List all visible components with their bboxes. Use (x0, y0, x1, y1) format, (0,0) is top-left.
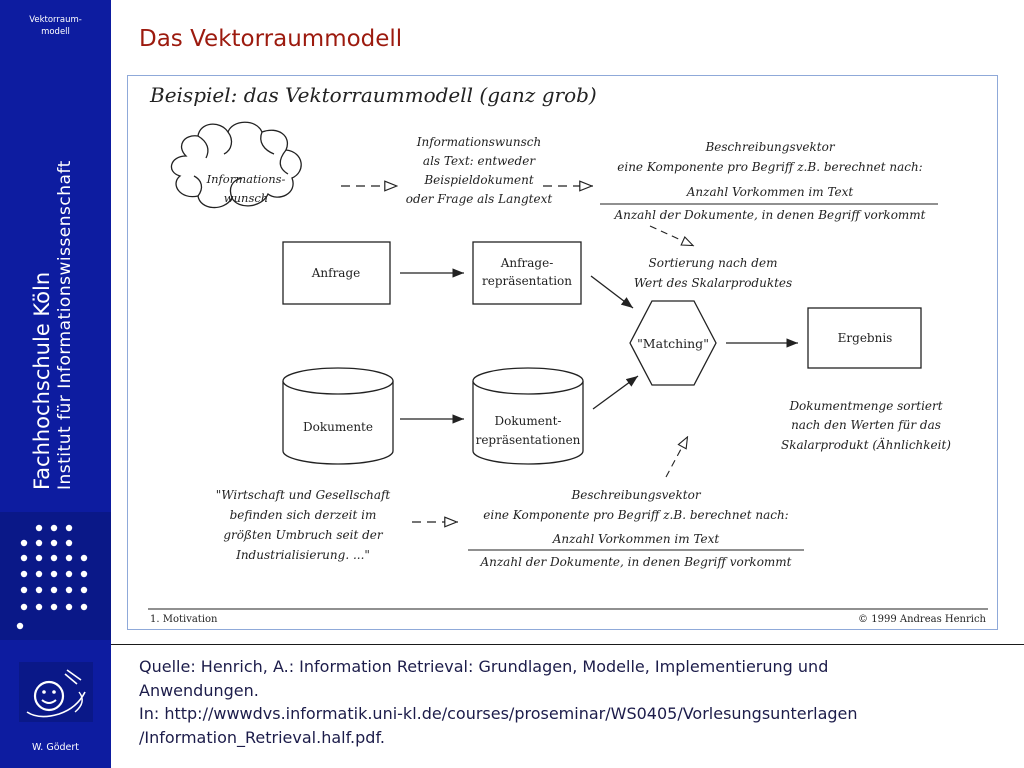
matching-hexagon (629, 300, 717, 386)
dashed-arrow-vector-to-sort (649, 225, 694, 247)
result-text-line1: Dokumentmenge sortiert (788, 399, 942, 413)
vector-bottom-subtitle: eine Komponente pro Begriff z.B. berechn… (483, 508, 788, 522)
author-name: W. Gödert (31, 742, 80, 753)
query-text-line4: oder Frage als Langtext (406, 192, 553, 206)
ergebnis-box (807, 307, 922, 369)
caption-line3: In: http://wwwdvs.informatik.uni-kl.de/c… (139, 704, 858, 723)
sidebar-topic: Vektorraum- modell (0, 14, 111, 38)
result-text-line2: nach den Werten für das (791, 418, 941, 432)
vector-bottom-title: Beschreibungsvektor (570, 488, 701, 502)
sidebar-vertical-text: Fachhochschule Köln Institut für Informa… (30, 110, 76, 490)
arrow-dok-repr-to-matching (592, 375, 639, 410)
page-title: Das Vektorraummodell (139, 26, 403, 52)
figure-footer-right: © 1999 Andreas Henrich (858, 614, 986, 625)
sidebar-topic-line1: Vektorraum- (29, 15, 82, 25)
anfrage-repr-line1: Anfrage- (500, 256, 554, 270)
dashed-arrow-vector-to-docrepr (665, 436, 689, 478)
query-text-line1: Informationswunsch (416, 135, 542, 149)
sort-text-line2: Wert des Skalarproduktes (634, 276, 792, 290)
sidebar-topic-line2: modell (41, 27, 70, 37)
sidebar: Vektorraum- modell Fachhochschule Köln I… (0, 0, 111, 768)
caption-line2: Anwendungen. (139, 680, 259, 700)
institute-name: Institut für Informationswissenschaft (55, 160, 75, 490)
anfrage-label: Anfrage (311, 266, 361, 280)
caption-line4: /Information_Retrieval.half.pdf. (139, 727, 386, 747)
dokumente-cylinder (282, 367, 394, 465)
dot-grid-decoration (0, 512, 111, 640)
anfrage-box (282, 241, 391, 305)
doc-text-line2: befinden sich derzeit im (230, 508, 377, 522)
arrow-anfrage-repr-to-matching (590, 275, 634, 309)
vector-bottom-denominator: Anzahl der Dokumente, in denen Begriff v… (479, 555, 791, 569)
vector-top-subtitle: eine Komponente pro Begriff z.B. berechn… (617, 160, 922, 174)
diagram-canvas: Beispiel: das Vektorraummodell (ganz gro… (148, 83, 988, 625)
vector-top-denominator: Anzahl der Dokumente, in denen Begriff v… (613, 208, 925, 222)
dok-repr-line2: repräsentationen (476, 433, 581, 447)
smiley-logo-icon (19, 662, 93, 722)
matching-label: "Matching" (637, 336, 709, 351)
dokument-repr-cylinder (472, 367, 584, 465)
result-text-line3: Skalarprodukt (Ähnlichkeit) (781, 436, 951, 452)
query-text-line2: als Text: entweder (423, 154, 536, 168)
cloud-label-line1: Informations- (206, 172, 286, 186)
source-caption: Quelle: Henrich, A.: Information Retriev… (139, 655, 1009, 749)
diagram-figure: Beispiel: das Vektorraummodell (ganz gro… (127, 75, 998, 630)
sort-text-line1: Sortierung nach dem (649, 256, 778, 270)
dok-repr-line1: Dokument- (495, 414, 562, 428)
information-need-cloud (170, 121, 302, 209)
anfrage-repr-box (472, 241, 582, 305)
anfrage-repr-line2: repräsentation (482, 274, 572, 288)
school-name: Fachhochschule Köln (30, 271, 54, 490)
doc-text-line1: "Wirtschaft und Gesellschaft (216, 488, 391, 502)
doc-text-line3: größten Umbruch seit der (223, 528, 384, 542)
caption-line1: Quelle: Henrich, A.: Information Retriev… (139, 657, 829, 676)
caption-divider (111, 644, 1024, 645)
doc-text-line4: Industrialisierung. ..." (235, 548, 370, 562)
figure-footer-left: 1. Motivation (150, 614, 218, 625)
vector-bottom-numerator: Anzahl Vorkommen im Text (552, 532, 720, 546)
dokumente-label: Dokumente (303, 420, 373, 434)
vector-top-title: Beschreibungsvektor (704, 140, 835, 154)
query-text-line3: Beispieldokument (423, 173, 533, 187)
figure-heading: Beispiel: das Vektorraummodell (ganz gro… (149, 83, 597, 107)
ergebnis-label: Ergebnis (838, 331, 893, 345)
cloud-label-line2: wunsch (224, 191, 268, 205)
vector-top-numerator: Anzahl Vorkommen im Text (686, 185, 854, 199)
